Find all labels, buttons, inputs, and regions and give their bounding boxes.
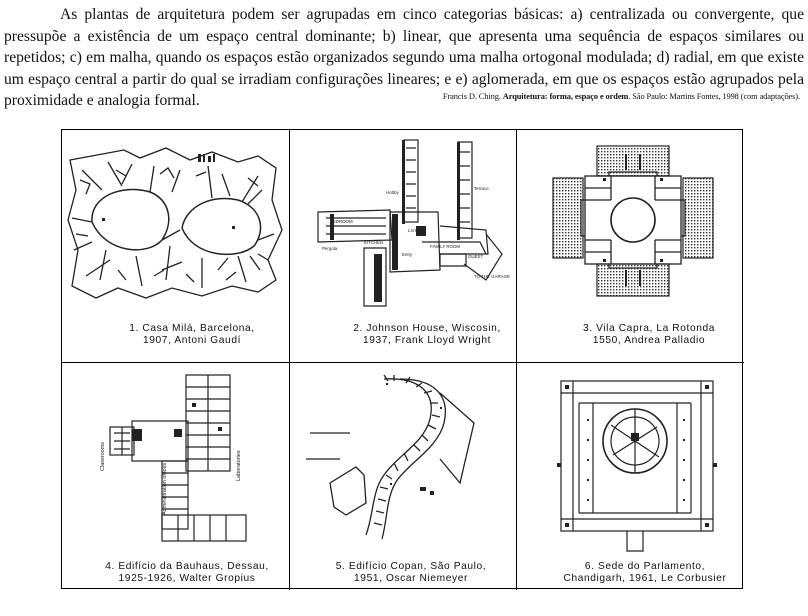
parlamento-plan [557, 380, 717, 552]
caption-3: 3. Vila Capra, La Rotonda 1550, Andrea P… [582, 323, 716, 347]
label-living: LIVING [408, 228, 423, 233]
label-laboratories: Laboratories [236, 450, 242, 481]
figure-parlamento: 6. Sede do Parlamento, Chandigarh, 1961,… [517, 363, 744, 590]
source-citation: Francis D. Ching. Arquitetura: forma, es… [443, 92, 800, 101]
intro-paragraph: As plantas de arquitetura podem ser agru… [4, 4, 804, 112]
figure-johnson-house: Hobby Terrace Pergola Entry KITCHEN FAMI… [290, 130, 517, 363]
caption-6: 6. Sede do Parlamento, Chandigarh, 1961,… [563, 561, 727, 585]
floor-plans-grid: 1. Casa Milá, Barcelona, 1907, Antoni Ga… [61, 129, 744, 590]
figure-casa-mila: 1. Casa Milá, Barcelona, 1907, Antoni Ga… [62, 130, 290, 363]
label-guest: GUEST [468, 254, 483, 259]
source-author: Francis D. Ching. [442, 92, 501, 101]
copan-plan [306, 374, 475, 540]
figure-vila-capra: 3. Vila Capra, La Rotonda 1550, Andrea P… [517, 130, 744, 363]
label-family-room: FAMILY ROOM [430, 244, 460, 249]
label-classrooms: Classrooms [100, 442, 106, 471]
label-garage: TO THE GARAGE [474, 274, 510, 279]
caption-5: 5. Edifício Copan, São Paulo, 1951, Osca… [335, 561, 487, 585]
johnson-house-plan: Hobby Terrace Pergola Entry KITCHEN FAMI… [317, 139, 510, 307]
label-terrace: Terrace [474, 186, 489, 191]
intro-paragraph-text: As plantas de arquitetura podem ser agru… [4, 6, 804, 109]
caption-4: 4. Edifício da Bauhaus, Dessau, 1925-192… [105, 561, 269, 585]
casa-mila-plan [67, 147, 283, 299]
label-bedroom: BEDROOM [330, 219, 353, 224]
vila-capra-plan [552, 145, 714, 297]
figure-copan: 5. Edifício Copan, São Paulo, 1951, Osca… [290, 363, 517, 590]
label-pergola: Pergola [322, 246, 338, 251]
label-entry: Entry [402, 252, 413, 257]
label-administration: Administration offices [162, 463, 168, 515]
source-rest: . São Paulo: Martins Fontes, 1998 (com a… [628, 92, 800, 101]
label-hobby: Hobby [386, 190, 399, 195]
figure-bauhaus: Laboratories Administration offices Clas… [62, 363, 290, 590]
label-kitchen: KITCHEN [364, 240, 383, 245]
source-title: Arquitetura: forma, espaço e ordem [502, 92, 629, 101]
caption-1: 1. Casa Milá, Barcelona, 1907, Antoni Ga… [129, 323, 255, 347]
caption-2: 2. Johnson House, Wiscosin, 1937, Frank … [353, 323, 501, 347]
bauhaus-plan: Laboratories Administration offices Clas… [100, 374, 247, 542]
